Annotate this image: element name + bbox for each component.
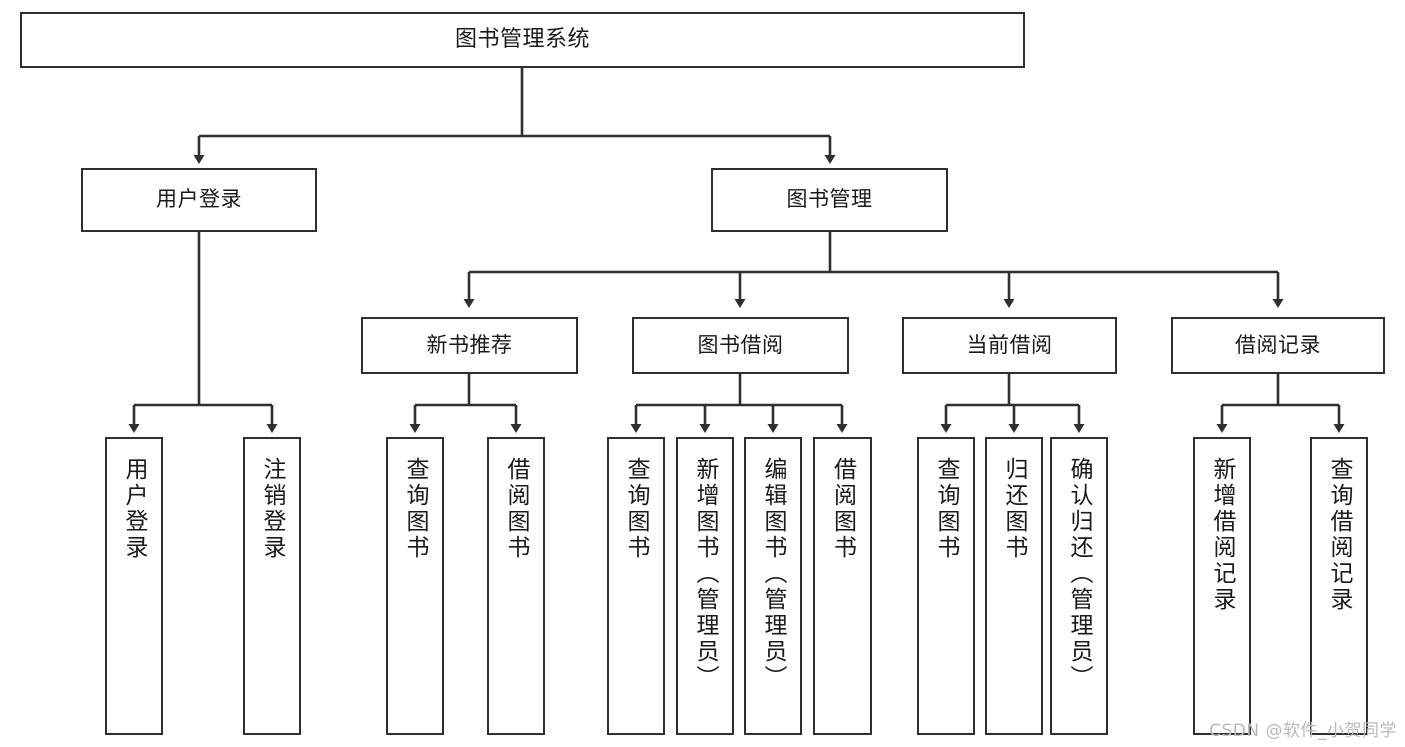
leaf-node-label: 借阅图书 <box>503 457 530 561</box>
leaf-node-label: 确认归还（管理员） <box>1066 457 1093 691</box>
node-book-borrow[interactable]: 图书借阅 <box>632 317 849 374</box>
leaf-node[interactable]: 编辑图书（管理员） <box>744 437 802 735</box>
node-current-borrow[interactable]: 当前借阅 <box>902 317 1117 374</box>
node-new-book-recommend-label: 新书推荐 <box>426 332 513 357</box>
leaf-node[interactable]: 查询图书 <box>386 437 444 735</box>
leaf-node-label: 查询借阅记录 <box>1326 457 1353 613</box>
node-borrow-record-label: 借阅记录 <box>1235 332 1321 357</box>
node-book-borrow-label: 图书借阅 <box>697 332 784 357</box>
node-book-management[interactable]: 图书管理 <box>711 168 948 232</box>
leaf-node-label: 查询图书 <box>623 457 650 561</box>
node-user-login-label: 用户登录 <box>156 187 242 212</box>
leaf-node[interactable]: 查询图书 <box>607 437 665 735</box>
node-root[interactable]: 图书管理系统 <box>20 12 1025 68</box>
leaf-node[interactable]: 新增图书（管理员） <box>676 437 734 735</box>
node-new-book-recommend[interactable]: 新书推荐 <box>361 317 578 374</box>
leaf-node[interactable]: 确认归还（管理员） <box>1050 437 1108 735</box>
leaf-node-label: 查询图书 <box>402 457 429 561</box>
leaf-node[interactable]: 查询借阅记录 <box>1310 437 1368 735</box>
node-user-login[interactable]: 用户登录 <box>81 168 317 232</box>
leaf-node[interactable]: 用户登录 <box>105 437 163 735</box>
node-root-label: 图书管理系统 <box>454 26 590 52</box>
leaf-node-label: 用户登录 <box>121 457 148 561</box>
node-book-management-label: 图书管理 <box>786 187 873 212</box>
leaf-node[interactable]: 查询图书 <box>917 437 975 735</box>
leaf-node[interactable]: 新增借阅记录 <box>1193 437 1251 735</box>
leaf-node[interactable]: 注销登录 <box>243 437 301 735</box>
node-current-borrow-label: 当前借阅 <box>966 332 1053 357</box>
leaf-node-label: 注销登录 <box>259 457 286 561</box>
leaf-node-label: 新增图书（管理员） <box>692 457 719 691</box>
leaf-node[interactable]: 归还图书 <box>985 437 1043 735</box>
leaf-node-label: 新增借阅记录 <box>1209 457 1236 613</box>
leaf-node[interactable]: 借阅图书 <box>487 437 545 735</box>
leaf-node-label: 编辑图书（管理员） <box>760 457 787 691</box>
node-borrow-record[interactable]: 借阅记录 <box>1171 317 1385 374</box>
leaf-node-label: 借阅图书 <box>829 457 856 561</box>
leaf-node-label: 归还图书 <box>1001 457 1028 561</box>
leaf-node[interactable]: 借阅图书 <box>813 437 872 735</box>
watermark: CSDN @软件_小贺同学 <box>1209 721 1397 741</box>
leaf-node-label: 查询图书 <box>933 457 960 561</box>
